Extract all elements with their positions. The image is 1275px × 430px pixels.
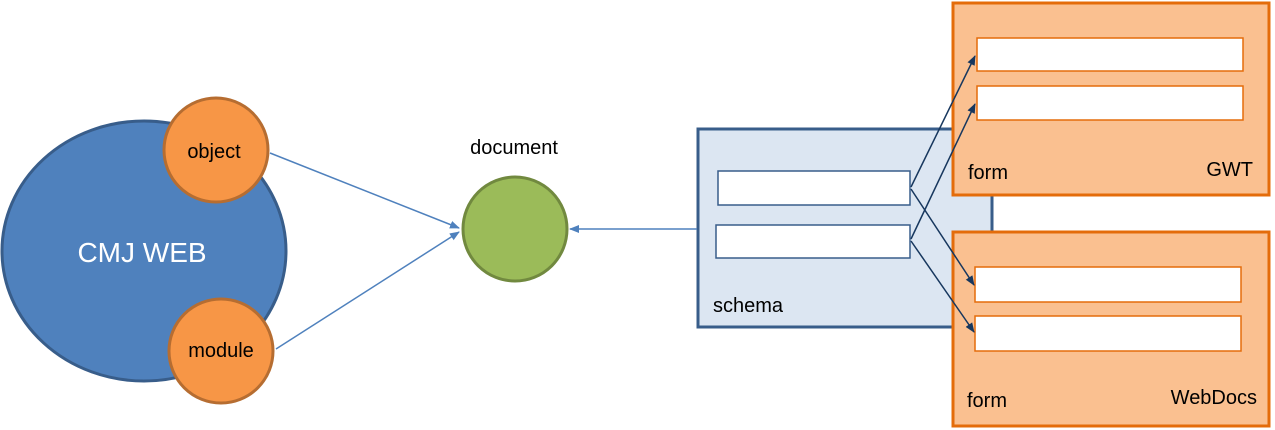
module-label: module xyxy=(188,340,254,362)
gwt-label: GWT xyxy=(1206,159,1253,181)
gwt-field-1 xyxy=(976,37,1244,72)
module-node xyxy=(167,297,275,405)
arrow-object-to-document xyxy=(269,152,460,229)
document-label: document xyxy=(470,137,558,159)
arrow-module-to-document xyxy=(275,231,460,350)
object-label: object xyxy=(187,141,241,163)
schema-field-2 xyxy=(715,224,911,259)
cmj-web-label: CMJ WEB xyxy=(77,237,206,268)
schema-label: schema xyxy=(713,295,784,317)
schema-field-1 xyxy=(717,170,911,206)
webdocs-field-1 xyxy=(974,266,1242,303)
webdocs-label: WebDocs xyxy=(1171,387,1257,409)
document-node xyxy=(461,175,569,283)
arrow-schema1-to-gwt1 xyxy=(910,55,976,188)
arrow-schema2-to-gwt2 xyxy=(910,103,976,240)
object-node xyxy=(162,96,270,204)
webdocs-form-label: form xyxy=(967,390,1007,412)
webdocs-field-2 xyxy=(974,315,1242,352)
gwt-field-2 xyxy=(976,85,1244,121)
arrow-schema1-to-webdocs1 xyxy=(910,188,975,286)
arrow-schema2-to-webdocs2 xyxy=(910,240,975,333)
gwt-form-label: form xyxy=(968,162,1008,184)
